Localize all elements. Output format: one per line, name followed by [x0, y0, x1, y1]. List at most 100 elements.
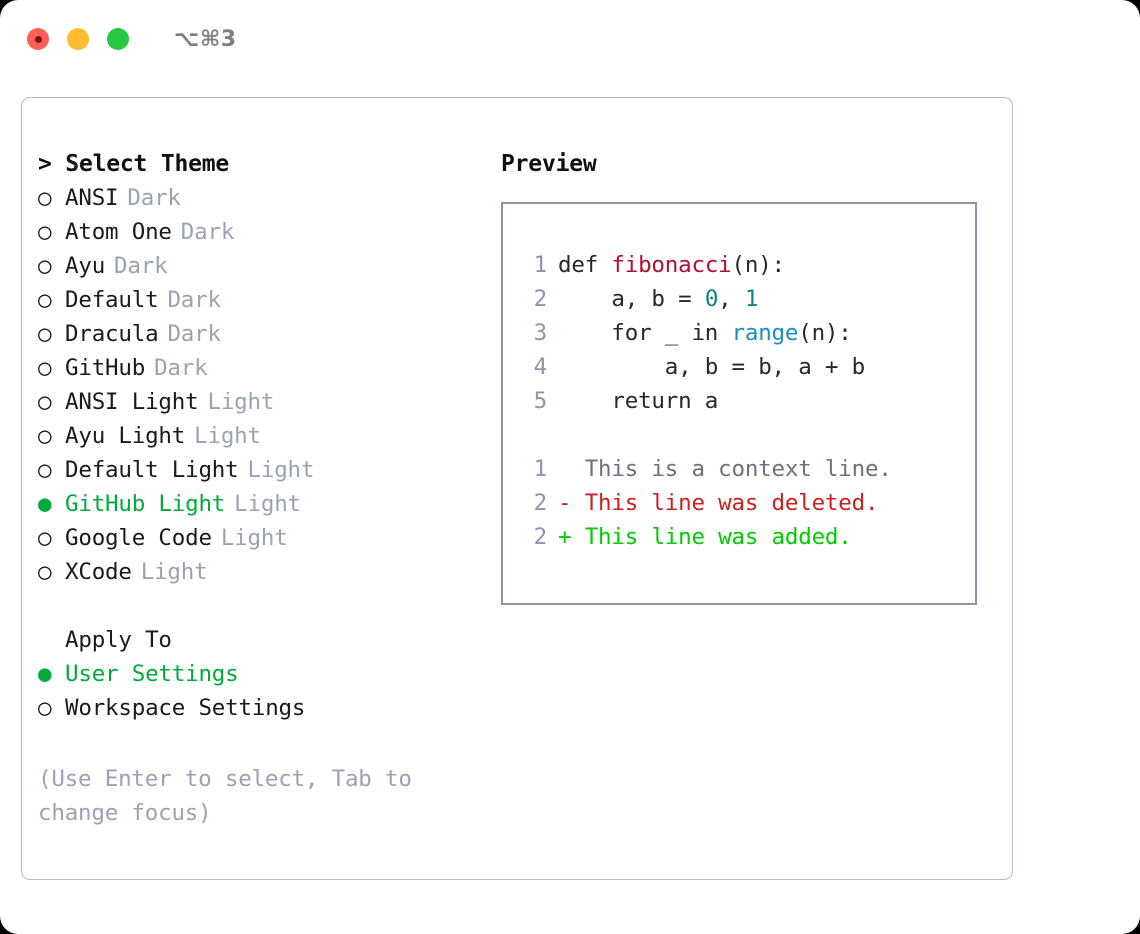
code-line-number: 1	[533, 252, 548, 278]
title-bar: ⌥⌘3	[0, 0, 1140, 78]
diff-line-deleted: 2- This line was deleted.	[521, 486, 975, 520]
theme-option-tag: Light	[207, 389, 275, 415]
theme-option-label: Google Code	[65, 525, 212, 551]
diff-line-number: 1	[533, 456, 548, 482]
radio-unselected-icon: ○	[38, 321, 52, 347]
theme-option-github[interactable]: ○ GitHub Dark	[38, 351, 478, 385]
radio-unselected-icon: ○	[38, 457, 52, 483]
code-line: 4 a, b = b, a + b	[521, 350, 975, 384]
theme-option-tag: Dark	[154, 355, 208, 381]
theme-option-label: Default Light	[65, 457, 239, 483]
code-line: 2 a, b = 0, 1	[521, 282, 975, 316]
radio-unselected-icon: ○	[38, 695, 52, 721]
code-token-plain: (n):	[731, 252, 786, 278]
apply-to-list: ● User Settings ○ Workspace Settings	[38, 657, 478, 725]
code-token-plain: (n):	[798, 320, 852, 346]
code-line-text: for _ in range(n):	[558, 316, 852, 350]
code-line-text: a, b = 0, 1	[558, 282, 758, 316]
code-token-plain: a, b = b, a + b	[558, 354, 865, 380]
radio-unselected-icon: ○	[38, 559, 52, 585]
theme-option-label: Ayu Light	[65, 423, 186, 449]
theme-option-github-light[interactable]: ● GitHub Light Light	[38, 487, 478, 521]
diff-line-number: 2	[533, 490, 548, 516]
radio-unselected-icon: ○	[38, 525, 52, 551]
apply-to-group: Apply To ● User Settings ○ Workspace Settin…	[38, 623, 478, 725]
theme-option-tag: Dark	[114, 253, 168, 279]
minimize-button[interactable]	[67, 28, 89, 50]
theme-option-tag: Light	[140, 559, 208, 585]
radio-unselected-icon: ○	[38, 219, 52, 245]
code-token-plain: ,	[718, 286, 745, 312]
code-token-builtin: range	[731, 320, 799, 346]
window-shortcut-label: ⌥⌘3	[174, 26, 237, 52]
theme-option-ayu[interactable]: ○ Ayu Dark	[38, 249, 478, 283]
theme-option-label: GitHub Light	[65, 491, 226, 517]
theme-option-label: Ayu	[65, 253, 106, 279]
code-line-number: 3	[533, 320, 548, 346]
maximize-button[interactable]	[107, 28, 129, 50]
code-line-number: 5	[533, 388, 548, 414]
diff-line-text: This is a context line.	[558, 452, 892, 486]
theme-option-default-light[interactable]: ○ Default Light Light	[38, 453, 478, 487]
code-token-plain: def	[558, 252, 612, 278]
diff-line-text: + This line was added.	[558, 520, 852, 554]
code-line-number: 4	[533, 354, 548, 380]
keyboard-hint-text: (Use Enter to select, Tab to change focu…	[38, 766, 412, 826]
traffic-lights	[27, 28, 129, 50]
theme-option-tag: Dark	[127, 185, 181, 211]
radio-unselected-icon: ○	[38, 253, 52, 279]
radio-selected-icon: ●	[38, 661, 52, 687]
diff-line-number: 2	[533, 524, 548, 550]
theme-option-label: ANSI Light	[65, 389, 199, 415]
code-line-number: 2	[533, 286, 548, 312]
diff-body: This line was added.	[584, 524, 852, 550]
theme-option-label: ANSI	[65, 185, 119, 211]
code-token-num: 0	[704, 286, 719, 312]
diff-body: This is a context line.	[584, 456, 892, 482]
apply-to-option-label: Workspace Settings	[65, 695, 306, 721]
apply-to-option-label: User Settings	[65, 661, 239, 687]
apply-to-option-user-settings[interactable]: ● User Settings	[38, 657, 478, 691]
diff-line-context: 1 This is a context line.	[521, 452, 975, 486]
diff-line-text: - This line was deleted.	[558, 486, 879, 520]
diff-sample: 1 This is a context line.2- This line wa…	[521, 452, 975, 554]
theme-option-ansi-light[interactable]: ○ ANSI Light Light	[38, 385, 478, 419]
close-button[interactable]	[27, 28, 49, 50]
radio-unselected-icon: ○	[38, 389, 52, 415]
code-token-plain: return a	[558, 388, 719, 414]
apply-to-label: Apply To	[65, 627, 172, 653]
diff-marker: -	[558, 490, 585, 516]
code-line: 1 def fibonacci(n):	[521, 248, 975, 282]
diff-line-added: 2 + This line was added.	[521, 520, 975, 554]
diff-body: This line was deleted.	[584, 490, 879, 516]
theme-option-tag: Light	[234, 491, 301, 517]
code-line-text: return a	[558, 384, 718, 418]
theme-option-label: Atom One	[65, 219, 172, 245]
radio-selected-icon: ●	[38, 491, 52, 517]
theme-option-label: Default	[65, 287, 159, 313]
apply-to-option-workspace-settings[interactable]: ○ Workspace Settings	[38, 691, 478, 725]
code-line: 3 for _ in range(n):	[521, 316, 975, 350]
code-token-func: fibonacci	[611, 252, 732, 278]
radio-unselected-icon: ○	[38, 355, 52, 381]
code-diff-spacer	[521, 418, 975, 452]
code-token-plain: for _ in	[558, 320, 732, 346]
select-theme-header: > Select Theme	[38, 151, 230, 177]
theme-option-tag: Light	[247, 457, 315, 483]
theme-option-label: GitHub	[65, 355, 146, 381]
